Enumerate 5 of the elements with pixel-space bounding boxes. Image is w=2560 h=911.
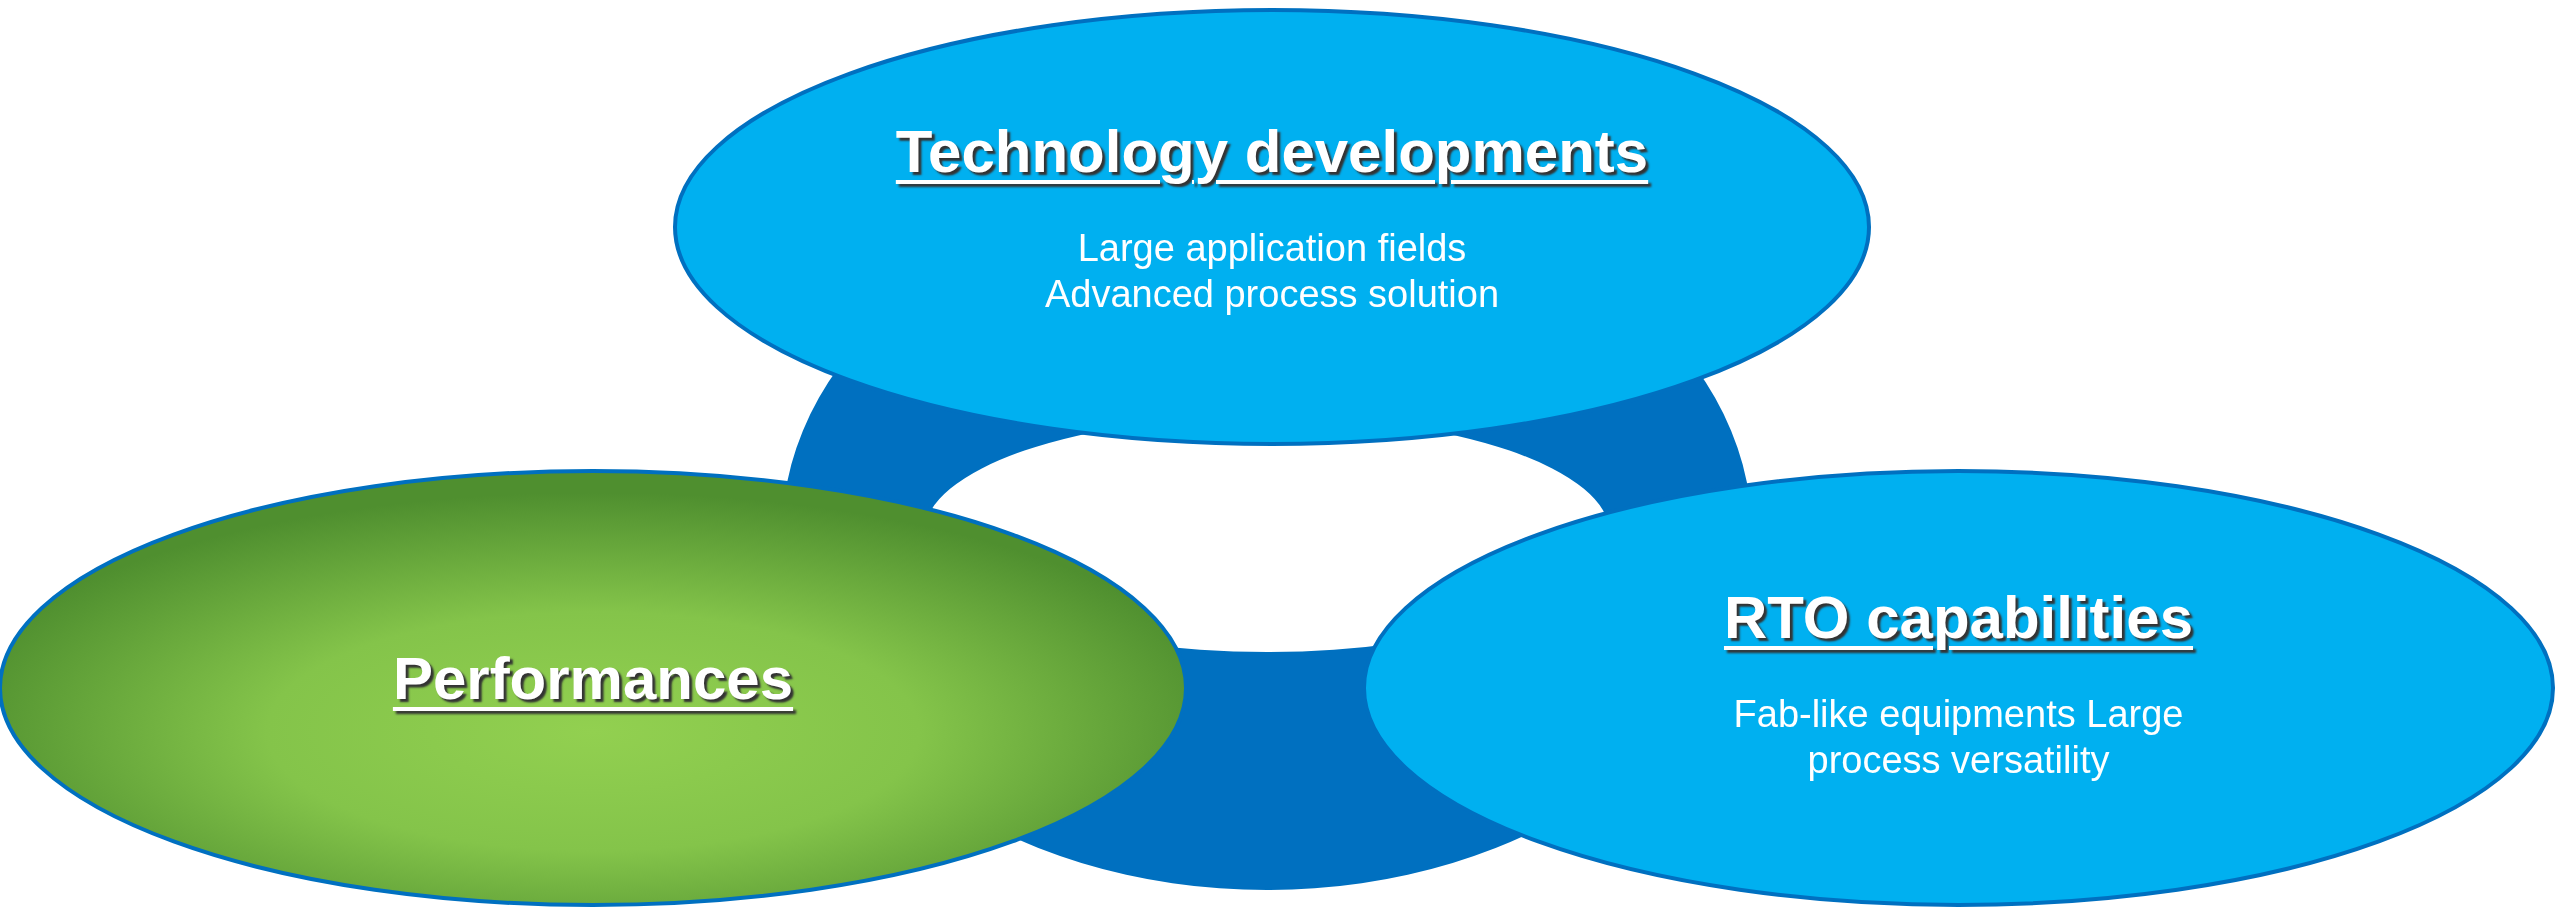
heading: RTO capabilities — [1723, 582, 2193, 652]
description: Fab-like equipments Large process versatility — [1732, 691, 2185, 783]
heading: Technology developments — [895, 116, 1649, 186]
heading: Performances — [392, 643, 794, 713]
description: Large application fields Advanced process solution — [1043, 225, 1501, 317]
